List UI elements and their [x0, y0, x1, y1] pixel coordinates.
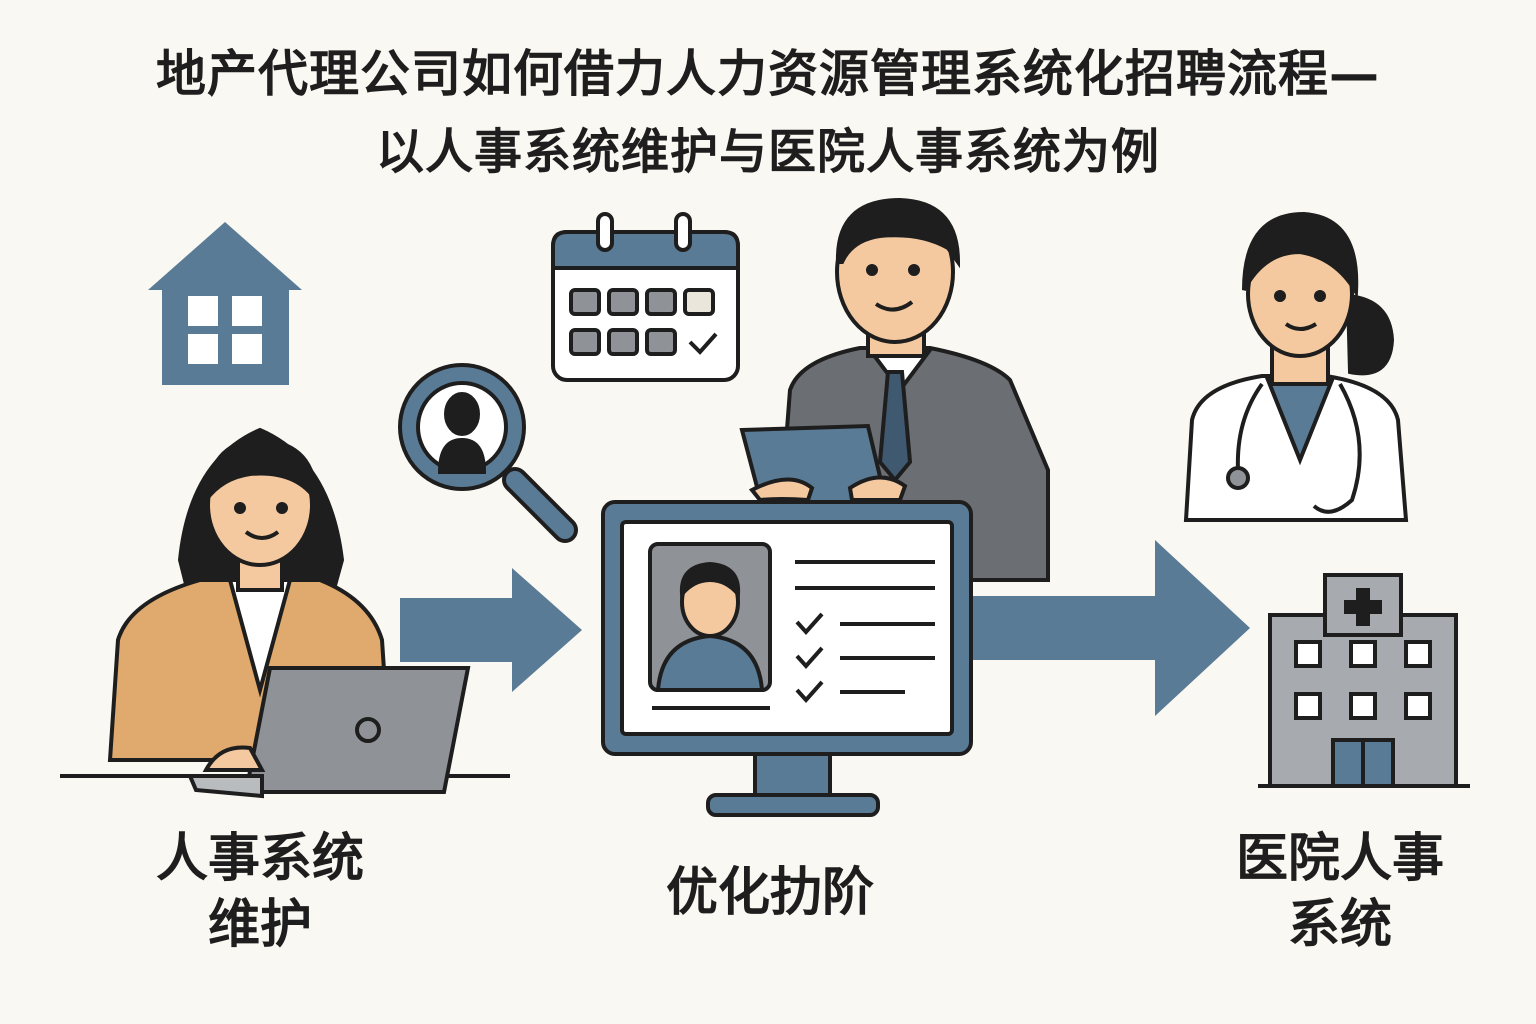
caption-line: 系统: [1287, 895, 1392, 955]
caption-line: 维护: [207, 895, 312, 955]
caption-optimize: 优化扐阶: [665, 863, 874, 923]
page-title: 地产代理公司如何借力人力资源管理系统化招聘流程—: [156, 45, 1380, 103]
page-subtitle: 以人事系统维护与医院人事系统为例: [375, 124, 1160, 180]
arrow-right-icon: [972, 540, 1250, 716]
caption-hr-maintenance: 人事系统 维护: [120, 826, 400, 958]
caption-line: 人事系统: [155, 829, 364, 889]
caption-line: 医院人事: [1235, 829, 1444, 889]
arrow-right-icon: [400, 568, 582, 692]
calendar-icon: [551, 212, 740, 382]
doctor-figure: [1183, 211, 1409, 522]
caption-hospital-hr: 医院人事 系统: [1210, 826, 1470, 958]
monitor-profile-icon: [601, 500, 973, 817]
house-icon: [148, 222, 302, 385]
hospital-icon: [1258, 573, 1470, 788]
recruiter-figure: [60, 427, 510, 799]
magnifier-person-icon: [398, 363, 578, 543]
